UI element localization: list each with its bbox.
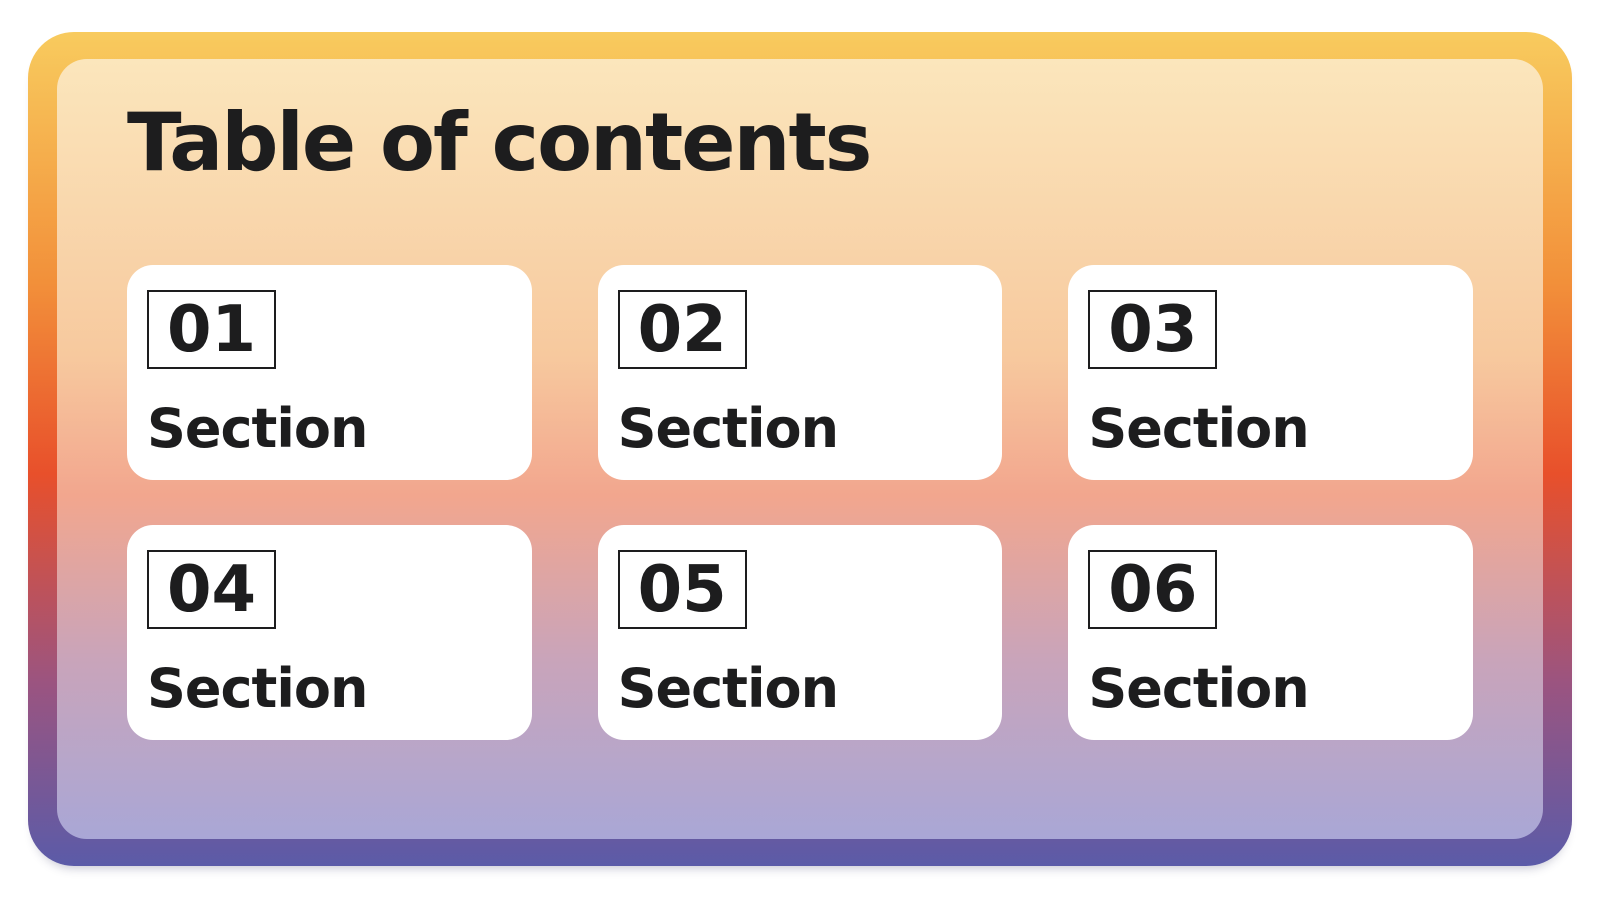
toc-card[interactable]: 01 Section (127, 265, 532, 480)
section-number: 04 (166, 552, 257, 627)
section-number-box: 01 (147, 290, 276, 369)
toc-grid: 01 Section 02 Section 03 (127, 265, 1473, 740)
section-number-box: 05 (617, 550, 747, 629)
section-number: 01 (166, 292, 257, 367)
toc-card[interactable]: 05 Section (597, 525, 1003, 740)
section-label: Section (147, 397, 368, 460)
section-number-box: 04 (147, 550, 276, 629)
section-label: Section (147, 657, 368, 720)
section-label: Section (617, 397, 839, 460)
toc-card[interactable]: 02 Section (597, 265, 1003, 480)
slide-panel: Table of contents 01 Section 02 Section (57, 59, 1543, 839)
toc-card[interactable]: 06 Section (1068, 525, 1473, 740)
section-number-box: 06 (1088, 550, 1218, 629)
page-title: Table of contents (127, 96, 872, 189)
section-number: 03 (1108, 292, 1198, 367)
section-label: Section (1088, 657, 1309, 720)
slide-content: Table of contents 01 Section 02 Section (57, 59, 1543, 839)
section-number-box: 02 (617, 290, 747, 369)
toc-card[interactable]: 03 Section (1068, 265, 1473, 480)
section-number: 02 (637, 292, 727, 367)
section-number: 06 (1108, 552, 1198, 627)
slide-frame: Table of contents 01 Section 02 Section (28, 32, 1572, 866)
section-number-box: 03 (1088, 290, 1218, 369)
section-number: 05 (637, 552, 727, 627)
toc-card[interactable]: 04 Section (127, 525, 532, 740)
section-label: Section (1088, 397, 1309, 460)
section-label: Section (617, 657, 839, 720)
